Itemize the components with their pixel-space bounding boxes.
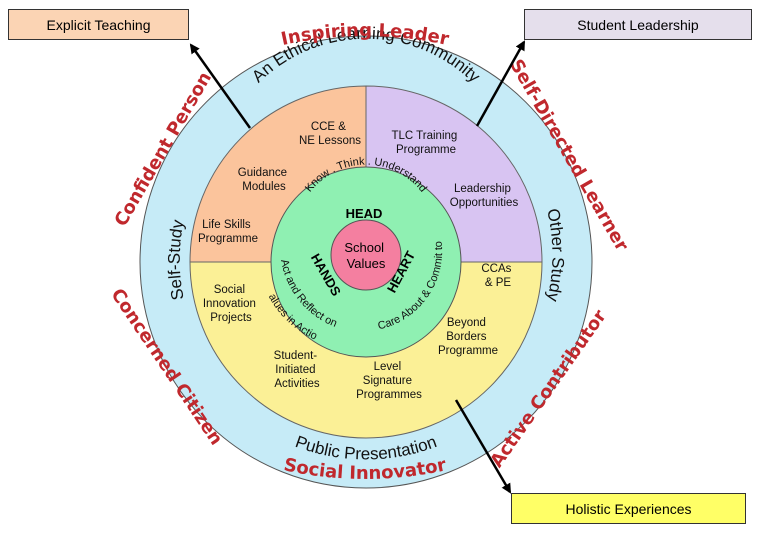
arrow-to-student-leadership <box>475 40 526 127</box>
social-innovation-label: Social Innovation Projects <box>203 284 259 324</box>
level-signature-label: Level Signature Programmes <box>356 361 422 401</box>
arrow-to-holistic-experiences <box>454 399 512 494</box>
holistic-experiences-box: Holistic Experiences <box>511 493 746 524</box>
outer-ring-left-label: Self-Study <box>165 218 188 302</box>
student-initiated-label: Student- Initiated Activities <box>274 350 321 390</box>
student-leadership-box: Student Leadership <box>524 9 752 40</box>
life-skills-label: Life Skills Programme <box>198 219 258 245</box>
beyond-borders-label: Beyond Borders Programme <box>438 317 498 357</box>
guidance-modules-label: Guidance Modules <box>238 167 290 193</box>
head-label: HEAD <box>346 206 383 221</box>
tlc-training-label: TLC Training Programme <box>391 130 460 156</box>
ccas-pe-label: CCAs & PE <box>481 263 514 289</box>
cce-ne-lessons-label: CCE & NE Lessons <box>299 121 361 147</box>
arrow-to-explicit-teaching <box>189 43 252 129</box>
explicit-teaching-box: Explicit Teaching <box>8 9 189 40</box>
school-values-core <box>330 219 402 291</box>
leadership-opportunities-label: Leadership Opportunities <box>450 183 519 209</box>
school-values-label: School Values <box>344 240 387 271</box>
